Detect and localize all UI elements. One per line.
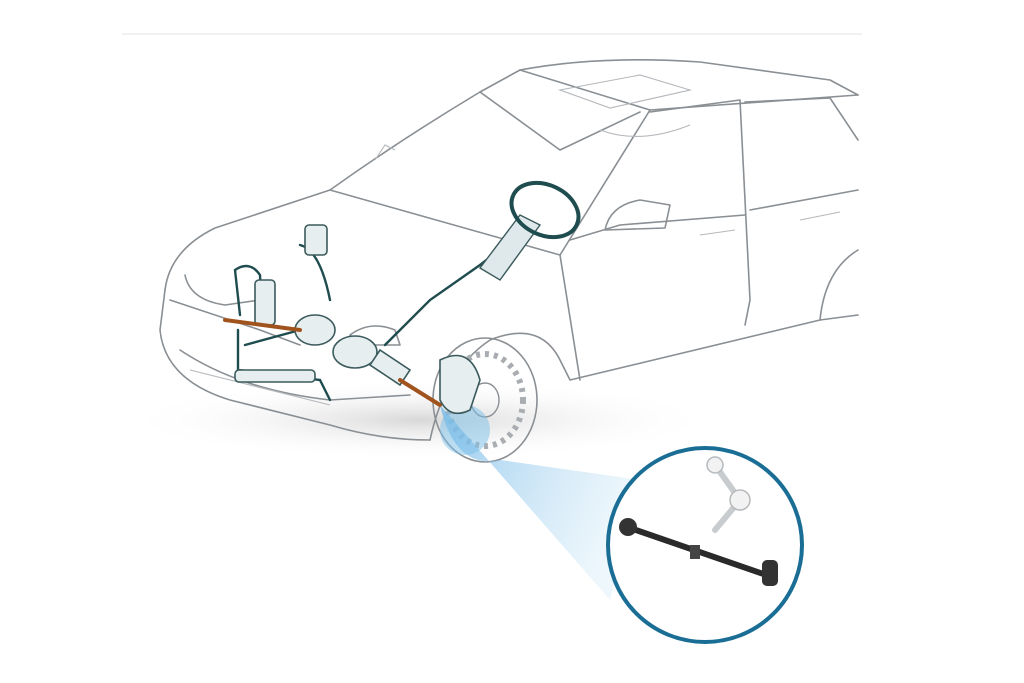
outer-tie-rod-end xyxy=(762,560,778,586)
inner-tie-rod-ball xyxy=(619,518,637,536)
car-shadow xyxy=(120,380,720,460)
steering-system xyxy=(223,180,581,415)
zoom-beam xyxy=(440,405,640,600)
tie-rod-inset xyxy=(606,446,804,644)
car-outline xyxy=(159,58,859,441)
tie-rod-end-highlight xyxy=(440,405,490,455)
steering-wheel xyxy=(509,180,581,240)
